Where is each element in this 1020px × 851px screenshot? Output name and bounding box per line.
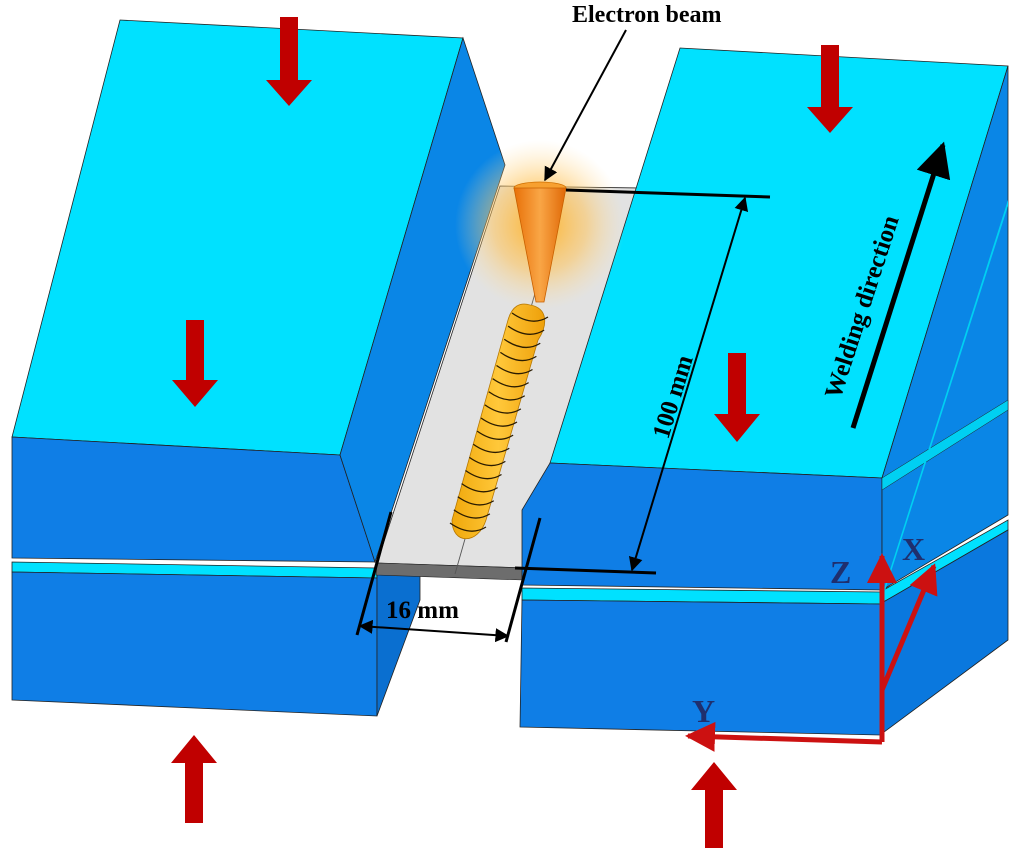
down-arrow-icon — [266, 17, 312, 106]
beam-label: Electron beam — [572, 2, 722, 28]
left-lower-block — [11, 559, 421, 717]
electron-beam-source — [455, 140, 625, 310]
weld-ripple — [503, 338, 541, 349]
right-upper-clamp — [521, 47, 1009, 600]
weld-ripple — [496, 364, 533, 375]
down-arrow-icon — [172, 320, 218, 407]
coordinate-axes: Z X Y — [685, 531, 938, 752]
weld-bead — [449, 303, 549, 539]
weld-ripple — [469, 456, 506, 467]
width-label: 16 mm — [386, 597, 459, 624]
weld-ripple — [472, 443, 510, 454]
weld-ripple — [449, 522, 487, 532]
weld-ripple — [457, 496, 495, 506]
right-lower-block — [519, 519, 1009, 736]
axis-x-label: X — [902, 531, 925, 567]
weld-ripple — [476, 430, 514, 440]
weld-ripple — [453, 509, 491, 519]
left-upper-clamp — [11, 19, 506, 564]
down-arrow-icon — [807, 45, 853, 133]
weld-ripple — [461, 483, 498, 493]
up-arrow-icon — [691, 762, 737, 848]
weld-ripple — [492, 378, 529, 388]
width-dimension: 16 mm — [355, 511, 542, 643]
weld-ripple — [488, 391, 526, 401]
weld-ripple — [507, 325, 545, 335]
weld-ripple — [465, 469, 502, 480]
axis-z-label: Z — [830, 554, 851, 590]
weld-ripple — [511, 312, 549, 322]
weld-ripple — [484, 404, 522, 414]
weld-ripple — [480, 417, 518, 427]
up-arrow-icon — [171, 735, 217, 823]
axis-y-label: Y — [692, 693, 715, 729]
weld-ripples — [449, 312, 549, 532]
beam-callout: Electron beam — [544, 2, 722, 182]
weld-ripple — [500, 351, 537, 362]
